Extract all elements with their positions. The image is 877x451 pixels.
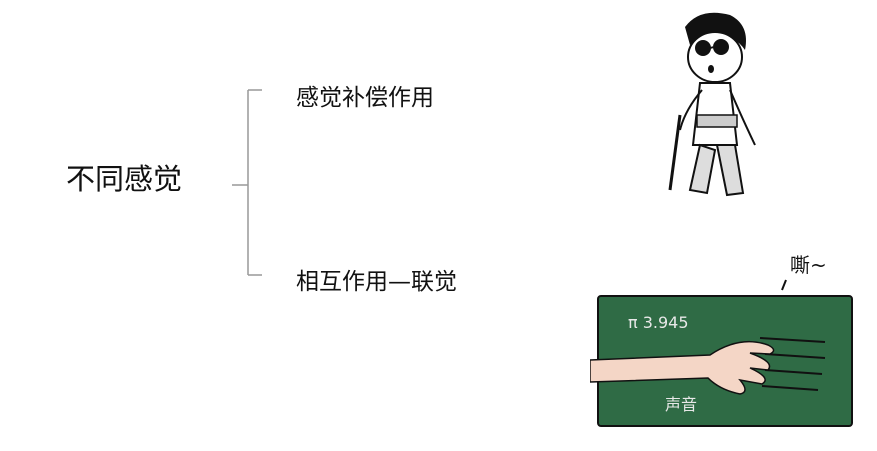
branch-sensory-compensation: 感觉补偿作用 xyxy=(296,85,434,111)
blind-person-with-cane-icon xyxy=(668,12,756,197)
hand-scratching-chalkboard-icon: 嘶~ π 3.945 声音 xyxy=(590,253,853,427)
sound-text: 嘶~ xyxy=(790,253,827,277)
board-formula-text: π 3.945 xyxy=(628,313,689,332)
branch-synesthesia: 相互作用—联觉 xyxy=(296,269,457,295)
main-concept-label: 不同感觉 xyxy=(66,162,183,196)
board-bottom-text: 声音 xyxy=(665,395,697,414)
